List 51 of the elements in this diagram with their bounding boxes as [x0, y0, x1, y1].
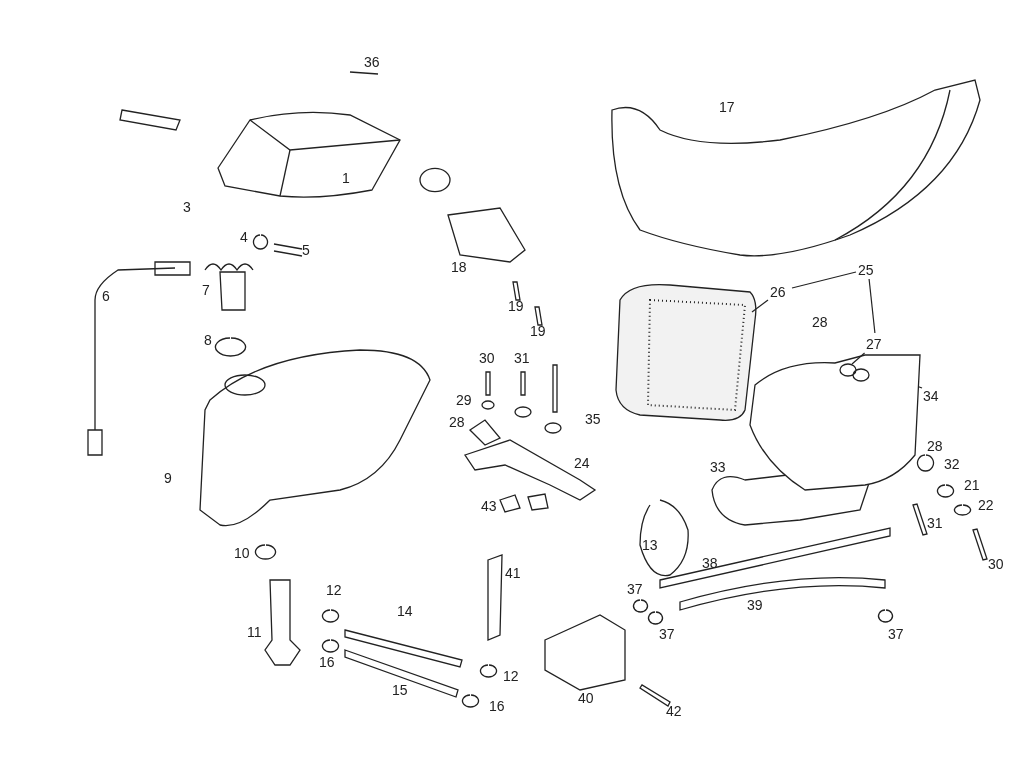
callout-number: 7	[202, 283, 210, 297]
callout-number: 24	[574, 456, 590, 470]
callout-number: 18	[451, 260, 467, 274]
callout-number: 37	[888, 627, 904, 641]
callout-number: 10	[234, 546, 250, 560]
callout-number: 30	[988, 557, 1004, 571]
callout-number: 42	[666, 704, 682, 718]
callout-number: 25	[858, 262, 874, 278]
callout-number: 28	[812, 315, 828, 329]
callout-number: 12	[503, 669, 519, 683]
callout-number: 31	[514, 351, 530, 365]
leader-line	[868, 278, 876, 334]
callout-number: 1	[342, 171, 350, 185]
callout-number: 43	[481, 499, 497, 513]
callout-number: 38	[702, 556, 718, 570]
callout-number: 3	[183, 200, 191, 214]
callout-number: 31	[927, 516, 943, 530]
leader-line	[791, 271, 857, 289]
callout-number: 6	[102, 289, 110, 303]
callout-number: 35	[585, 412, 601, 426]
callout-number: 13	[642, 538, 658, 552]
callout-number: 22	[978, 498, 994, 512]
callout-number: 26	[770, 284, 786, 300]
callout-number: 21	[964, 478, 980, 492]
callout-number: 40	[578, 691, 594, 705]
callout-number: 16	[489, 699, 505, 713]
callout-number: 30	[479, 351, 495, 365]
callout-number: 28	[449, 415, 465, 429]
callout-number: 5	[302, 243, 310, 257]
callout-number: 37	[627, 582, 643, 596]
callout-number: 8	[204, 333, 212, 347]
callout-number: 36	[364, 55, 380, 69]
callout-number: 4	[240, 230, 248, 244]
callout-number: 33	[710, 460, 726, 474]
leader-line	[751, 299, 769, 313]
callout-number: 9	[164, 471, 172, 485]
callout-number: 17	[719, 100, 735, 114]
callout-number: 12	[326, 583, 342, 597]
callout-number: 41	[505, 566, 521, 580]
callout-number: 16	[319, 655, 335, 669]
callout-number: 27	[866, 336, 882, 352]
callout-number: 32	[944, 457, 960, 471]
callout-number: 19	[508, 299, 524, 313]
callout-number: 14	[397, 604, 413, 618]
callout-number: 39	[747, 598, 763, 612]
callout-number: 19	[530, 324, 546, 338]
callout-number: 15	[392, 683, 408, 697]
callout-number: 37	[659, 627, 675, 641]
callout-number: 11	[247, 625, 262, 639]
leader-line	[851, 352, 866, 365]
callout-number: 29	[456, 393, 472, 407]
